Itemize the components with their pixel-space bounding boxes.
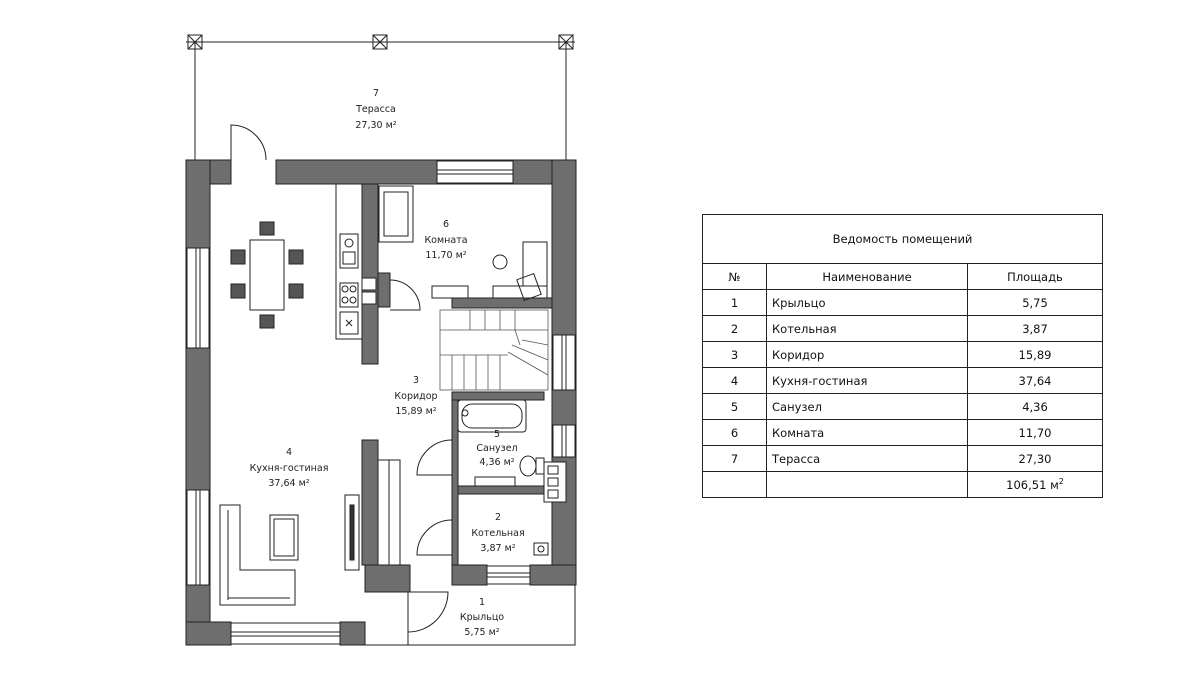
- schedule-title: Ведомость помещений: [703, 215, 1102, 264]
- office-chair: [492, 254, 508, 270]
- table-row: 7 Терасса 27,30: [703, 445, 1102, 472]
- bathroom-window-block: [543, 461, 567, 503]
- row-name: Котельная: [766, 315, 968, 342]
- toilet: [519, 455, 537, 477]
- table-row: 2 Котельная 3,87: [703, 315, 1102, 342]
- schedule-header-row: № Наименование Площадь: [703, 264, 1102, 290]
- total-empty-num: [703, 471, 767, 497]
- row-area: 11,70: [967, 419, 1102, 446]
- room-2-number: 2: [495, 512, 501, 523]
- row-num: 3: [703, 341, 767, 368]
- row-num: 2: [703, 315, 767, 342]
- row-area: 3,87: [967, 315, 1102, 342]
- bathroom-door: [416, 439, 453, 476]
- room-2-name: Котельная: [471, 528, 524, 539]
- room-3-area: 15,89 м²: [395, 406, 436, 417]
- schedule-grid: № Наименование Площадь 1 Крыльцо 5,75 2 …: [703, 264, 1102, 497]
- room-1-name: Крыльцо: [460, 612, 504, 623]
- row-name: Крыльцо: [766, 289, 968, 316]
- terrace-column-marker: [372, 34, 388, 50]
- table-row: 5 Санузел 4,36: [703, 393, 1102, 420]
- room-7-area: 27,30 м²: [355, 120, 396, 131]
- row-name: Коридор: [766, 341, 968, 368]
- room-6-number: 6: [443, 219, 449, 230]
- room-7-number: 7: [373, 88, 379, 99]
- table-row: 3 Коридор 15,89: [703, 341, 1102, 368]
- row-num: 1: [703, 289, 767, 316]
- room-5-area: 4,36 м²: [479, 457, 514, 468]
- room-1-area: 5,75 м²: [464, 627, 499, 638]
- header-area: Площадь: [967, 264, 1102, 290]
- row-num: 7: [703, 445, 767, 472]
- row-area: 37,64: [967, 367, 1102, 394]
- desk: [492, 285, 548, 299]
- cooktop: [339, 282, 359, 308]
- room-4-name: Кухня-гостиная: [250, 463, 329, 474]
- staircase: [439, 309, 549, 391]
- boiler: [533, 542, 549, 556]
- row-num: 6: [703, 419, 767, 446]
- living-furniture: [219, 459, 401, 606]
- doors: [230, 124, 453, 633]
- room-7-name: Терасса: [355, 104, 396, 115]
- row-num: 4: [703, 367, 767, 394]
- header-name: Наименование: [766, 264, 968, 290]
- room-6-area: 11,70 м²: [425, 250, 466, 261]
- shelf: [431, 285, 469, 299]
- total-empty-name: [766, 471, 968, 497]
- row-area: 27,30: [967, 445, 1102, 472]
- corner-sofa: [219, 504, 296, 606]
- row-area: 4,36: [967, 393, 1102, 420]
- row-area: 15,89: [967, 341, 1102, 368]
- dining-table: [249, 239, 285, 311]
- room-schedule-table: Ведомость помещений № Наименование Площа…: [702, 214, 1103, 498]
- row-area: 5,75: [967, 289, 1102, 316]
- room-furniture: [361, 185, 548, 305]
- terrace-column-marker: [558, 34, 574, 50]
- row-name: Санузел: [766, 393, 968, 420]
- tv-stand: [344, 494, 360, 571]
- bathroom-fixtures: [457, 399, 567, 556]
- table-row: 4 Кухня-гостиная 37,64: [703, 367, 1102, 394]
- header-num: №: [703, 264, 767, 290]
- room-4-area: 37,64 м²: [268, 478, 309, 489]
- terrace-column-marker: [187, 34, 203, 50]
- terrace-door: [230, 124, 267, 161]
- interior-walls: [361, 183, 553, 566]
- row-name: Комната: [766, 419, 968, 446]
- row-name: Терасса: [766, 445, 968, 472]
- room-door: [389, 279, 421, 311]
- boiler-door: [416, 519, 453, 556]
- windows: [186, 160, 576, 645]
- room-3-number: 3: [413, 375, 419, 386]
- room-1-number: 1: [479, 597, 485, 608]
- room-4-number: 4: [286, 447, 292, 458]
- row-name: Кухня-гостиная: [766, 367, 968, 394]
- room-5-number: 5: [494, 429, 500, 440]
- total-row: 106,51 м2: [703, 471, 1102, 497]
- row-num: 5: [703, 393, 767, 420]
- floor-plan: 7 Терасса 27,30 м² 6 Комната 11,70 м² 3 …: [185, 34, 577, 646]
- room-3-name: Коридор: [394, 391, 437, 402]
- entrance-door: [407, 591, 449, 633]
- armchair: [378, 185, 414, 243]
- kitchen-counter: [335, 183, 363, 340]
- bathtub: [457, 399, 527, 433]
- room-5-name: Санузел: [476, 443, 517, 454]
- room-2-area: 3,87 м²: [480, 543, 515, 554]
- table-row: 1 Крыльцо 5,75: [703, 289, 1102, 316]
- rug: [269, 514, 299, 561]
- sink: [339, 233, 359, 269]
- dining-set: [230, 221, 304, 329]
- table-row: 6 Комната 11,70: [703, 419, 1102, 446]
- room-6-name: Комната: [424, 235, 467, 246]
- washbasin: [474, 476, 516, 487]
- total-area: 106,51 м2: [967, 471, 1102, 497]
